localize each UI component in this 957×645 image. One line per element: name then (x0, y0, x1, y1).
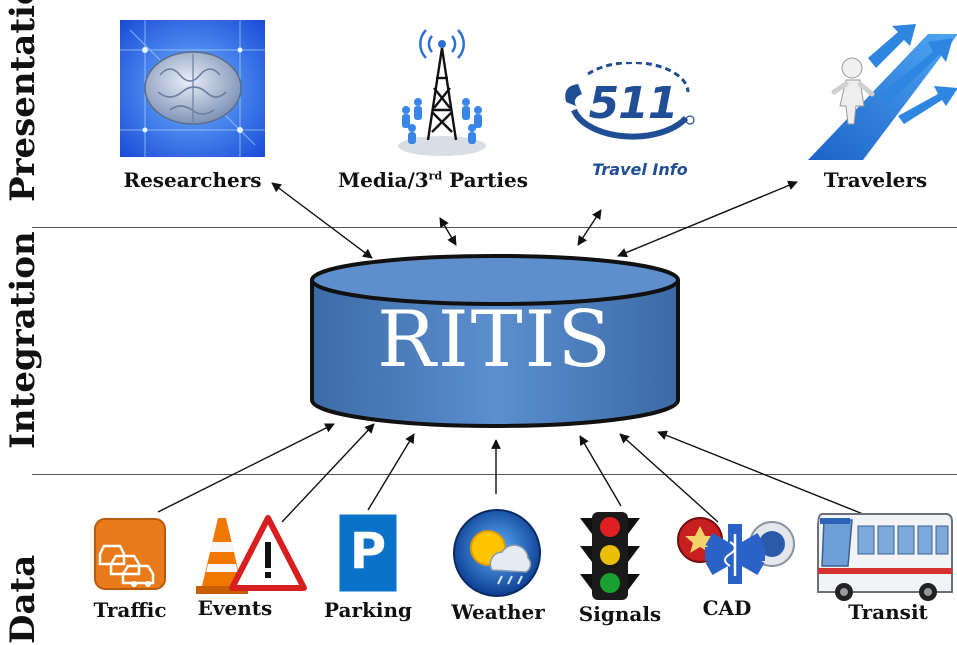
broadcast-tower-icon (398, 29, 486, 156)
arrow-media (439, 217, 457, 246)
brain-circuit-icon (120, 20, 265, 157)
arrow-transit (657, 430, 869, 517)
divider-integration-data (32, 474, 957, 475)
511-travel-info-logo-icon (565, 62, 695, 140)
transit-bus-icon (817, 513, 953, 601)
traveler-direction-arrows-icon (808, 24, 957, 160)
label-weather: Weather (451, 600, 545, 624)
label-researchers: Researchers (123, 168, 262, 192)
arrow-parking (367, 433, 415, 511)
arrow-cad (619, 433, 719, 523)
label-media-3rd-parties: Media/3rd Parties (328, 168, 538, 192)
parking-letter: P (349, 522, 387, 580)
label-signals: Signals (578, 602, 662, 626)
label-media-base: Media/3 (338, 168, 429, 192)
divider-presentation-integration (32, 227, 957, 228)
weather-sun-cloud-icon (453, 509, 541, 597)
logo-511-number: 511 (588, 78, 679, 129)
label-media-tail: Parties (442, 168, 528, 192)
arrow-511 (577, 209, 602, 246)
arrow-signals (579, 435, 622, 507)
logo-511-caption: Travel Info (592, 160, 688, 179)
traffic-cone-warning-icon (196, 515, 307, 594)
ritis-database-cylinder (310, 254, 680, 428)
label-media-superscript: rd (428, 169, 443, 183)
parking-sign-icon (338, 513, 398, 593)
arrow-travelers (617, 180, 798, 258)
emergency-services-badges-icon (677, 517, 795, 584)
arrow-events (281, 423, 375, 523)
arrow-traffic (157, 423, 335, 513)
label-parking: Parking (324, 598, 412, 622)
label-traffic: Traffic (93, 598, 167, 622)
traffic-light-icon (580, 512, 640, 600)
label-transit: Transit (848, 600, 928, 624)
traffic-cars-icon (94, 518, 166, 590)
arrow-researchers (271, 182, 373, 259)
label-travelers: Travelers (823, 168, 928, 192)
ritis-label: RITIS (377, 295, 613, 385)
label-cad: CAD (702, 596, 752, 620)
label-events: Events (197, 596, 273, 620)
